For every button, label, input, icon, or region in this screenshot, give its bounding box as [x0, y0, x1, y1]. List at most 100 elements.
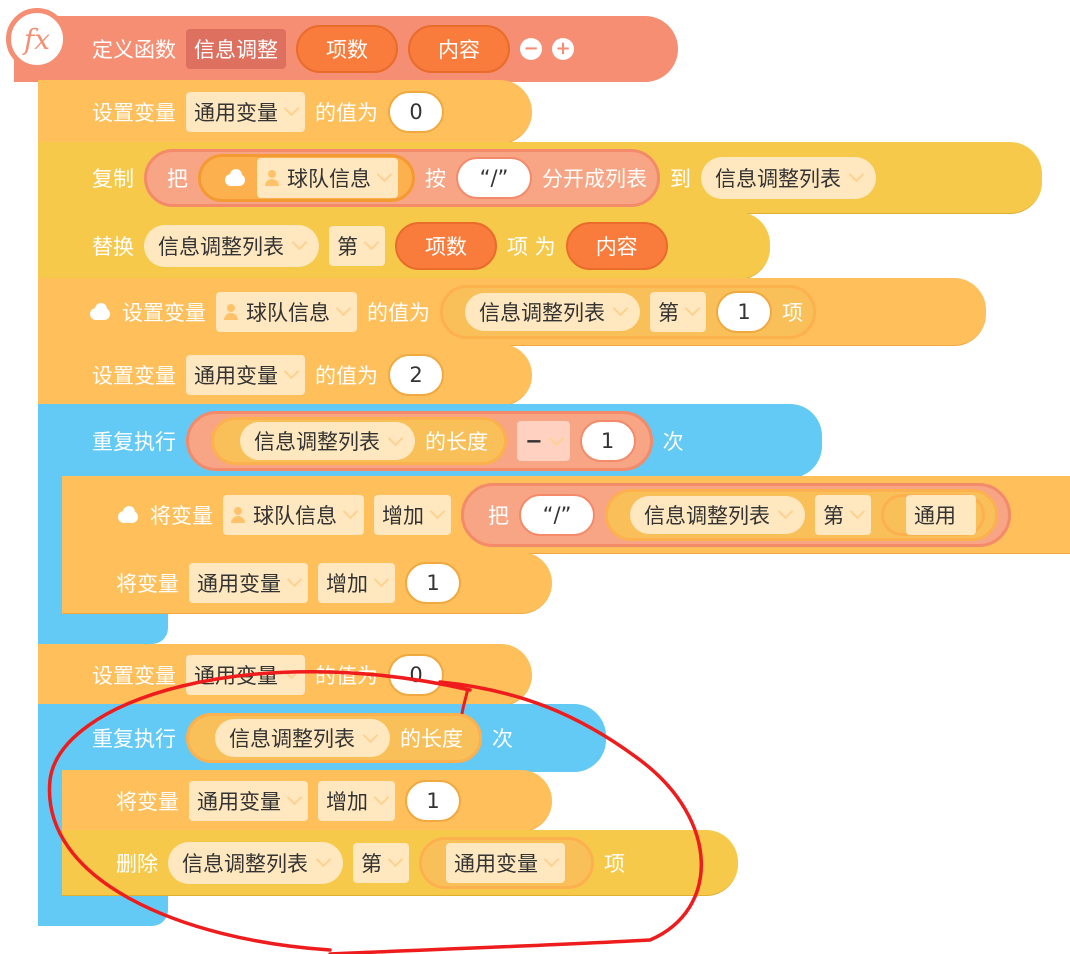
list-dropdown[interactable]: 信息调整列表: [701, 156, 876, 199]
index-input[interactable]: 1: [716, 290, 772, 333]
separator-input[interactable]: “/”: [519, 493, 595, 536]
operation-dropdown[interactable]: 增加: [318, 562, 395, 603]
list-dropdown[interactable]: 信息调整列表: [144, 224, 319, 267]
cloud-variable-reporter[interactable]: 球队信息: [198, 153, 415, 202]
function-name[interactable]: 信息调整: [186, 29, 286, 69]
variable-dropdown[interactable]: 通用变量: [446, 842, 565, 883]
nth-dropdown[interactable]: 第: [329, 225, 385, 266]
param-item-count-ref[interactable]: 项数: [395, 221, 497, 270]
chevron-down-icon: [373, 571, 390, 588]
dropdown-text: 通用: [914, 503, 956, 528]
variable-dropdown[interactable]: 通用变量: [186, 654, 305, 695]
block-text: 按: [425, 166, 446, 191]
value-input[interactable]: 0: [388, 90, 444, 133]
dropdown-text: 通用变量: [197, 789, 281, 814]
list-dropdown[interactable]: 信息调整列表: [215, 719, 390, 757]
chevron-down-icon: [777, 503, 794, 520]
join-expression[interactable]: 把 “/” 信息调整列表 第 通用: [461, 482, 1011, 547]
variable-dropdown[interactable]: 球队信息: [223, 494, 364, 535]
nested-reporter[interactable]: 通用: [881, 493, 985, 536]
block-label: 设置变量: [92, 100, 176, 125]
replace-block[interactable]: 替换 信息调整列表 第 项数 项 为 内容: [38, 212, 770, 280]
chevron-down-icon: [373, 789, 390, 806]
cloud-icon: [223, 168, 247, 187]
function-name-text: 信息调整: [194, 38, 278, 62]
block-text: 把: [488, 503, 509, 528]
separator-input[interactable]: “/”: [456, 156, 532, 199]
repeat-block[interactable]: 重复执行 信息调整列表 的长度 次: [38, 704, 606, 772]
dropdown-text: 信息调整列表: [479, 300, 605, 325]
set-cloud-variable-block[interactable]: 设置变量 球队信息 的值为 信息调整列表 第 1 项: [38, 278, 986, 346]
variable-dropdown[interactable]: 通用变量: [186, 91, 305, 132]
variable-reporter[interactable]: 通用变量: [419, 836, 594, 889]
block-text: 的值为: [315, 100, 378, 125]
block-text: 把: [167, 166, 188, 191]
remove-param-button[interactable]: −: [520, 38, 542, 60]
list-item-reporter[interactable]: 信息调整列表 第 1 项: [440, 284, 816, 339]
dropdown-text: 增加: [326, 789, 368, 814]
increase-variable-block[interactable]: 将变量 通用变量 增加 1: [62, 552, 552, 614]
dropdown-text: 球队信息: [287, 166, 371, 191]
block-label: 将变量: [116, 789, 179, 814]
delete-list-item-block[interactable]: 删除 信息调整列表 第 通用变量 项: [62, 830, 738, 896]
block-text: 次: [662, 430, 684, 454]
set-variable-block[interactable]: 设置变量 通用变量 的值为 0: [38, 644, 532, 706]
chevron-down-icon: [286, 571, 303, 588]
chevron-down-icon: [291, 234, 308, 251]
dropdown-text: 信息调整列表: [229, 727, 355, 751]
value-input[interactable]: 1: [405, 779, 461, 822]
block-label: 复制: [92, 166, 134, 191]
dropdown-text: 球队信息: [246, 300, 330, 325]
variable-dropdown[interactable]: 通用变量: [189, 780, 308, 821]
nth-dropdown[interactable]: 第: [650, 291, 706, 332]
set-variable-block[interactable]: 设置变量 通用变量 的值为 2: [38, 344, 532, 406]
block-label: 设置变量: [92, 663, 176, 688]
increase-variable-block[interactable]: 将变量 通用变量 增加 1: [62, 770, 552, 832]
subtract-expression[interactable]: 信息调整列表 的长度 − 1: [186, 411, 653, 471]
chevron-down-icon: [684, 300, 701, 317]
list-length-reporter[interactable]: 信息调整列表 的长度: [211, 417, 507, 465]
variable-dropdown[interactable]: 球队信息: [257, 157, 398, 198]
variable-dropdown[interactable]: 球队信息: [216, 291, 357, 332]
list-length-reporter[interactable]: 信息调整列表 的长度: [186, 713, 482, 763]
nth-dropdown[interactable]: 第: [815, 494, 871, 535]
block-label: 删除: [116, 851, 158, 876]
nth-dropdown[interactable]: 第: [353, 842, 409, 883]
block-text: 的值为: [367, 300, 430, 325]
dropdown-text: 信息调整列表: [158, 234, 284, 259]
define-function-block[interactable]: 定义函数 信息调整 项数 内容 − +: [14, 16, 678, 82]
fx-label: fx: [23, 22, 51, 56]
fx-icon: fx: [6, 8, 68, 70]
param-content[interactable]: 内容: [408, 25, 510, 73]
variable-dropdown[interactable]: 通用变量: [189, 562, 308, 603]
dropdown-text: 信息调整列表: [182, 851, 308, 876]
param-item-count[interactable]: 项数: [296, 25, 398, 73]
list-dropdown[interactable]: 信息调整列表: [168, 841, 343, 884]
list-dropdown[interactable]: 信息调整列表: [630, 495, 805, 534]
increase-cloud-variable-block[interactable]: 将变量 球队信息 增加 把 “/” 信息调整列表 第 通用: [62, 476, 1070, 554]
value-input[interactable]: 2: [388, 353, 444, 396]
variable-dropdown[interactable]: 通用: [906, 494, 976, 535]
value-input[interactable]: 1: [405, 561, 461, 604]
repeat-block[interactable]: 重复执行 信息调整列表 的长度 − 1 次: [38, 404, 822, 478]
variable-dropdown[interactable]: 通用变量: [186, 354, 305, 395]
value-input[interactable]: 0: [388, 653, 444, 696]
operation-dropdown[interactable]: 增加: [318, 780, 395, 821]
set-variable-block[interactable]: 设置变量 通用变量 的值为 0: [38, 80, 532, 144]
list-dropdown[interactable]: 信息调整列表: [465, 292, 640, 331]
list-dropdown[interactable]: 信息调整列表: [240, 422, 415, 460]
dropdown-text: 通用变量: [197, 571, 281, 596]
block-text: 到: [670, 166, 691, 191]
param-content-ref[interactable]: 内容: [565, 221, 668, 270]
chevron-down-icon: [543, 851, 560, 868]
operator-dropdown[interactable]: −: [517, 421, 570, 461]
list-item-reporter[interactable]: 信息调整列表 第 通用: [605, 488, 998, 541]
split-expression[interactable]: 把 球队信息 按 “/” 分开成列表: [144, 148, 660, 207]
value-input[interactable]: 1: [579, 420, 636, 462]
chevron-down-icon: [283, 100, 300, 117]
dropdown-text: 信息调整列表: [254, 430, 380, 454]
copy-block[interactable]: 复制 把 球队信息 按 “/” 分开成列表 到 信息调整列表: [38, 142, 1042, 214]
operation-dropdown[interactable]: 增加: [374, 494, 451, 535]
add-param-button[interactable]: +: [552, 38, 574, 60]
dropdown-text: 第: [823, 503, 844, 528]
